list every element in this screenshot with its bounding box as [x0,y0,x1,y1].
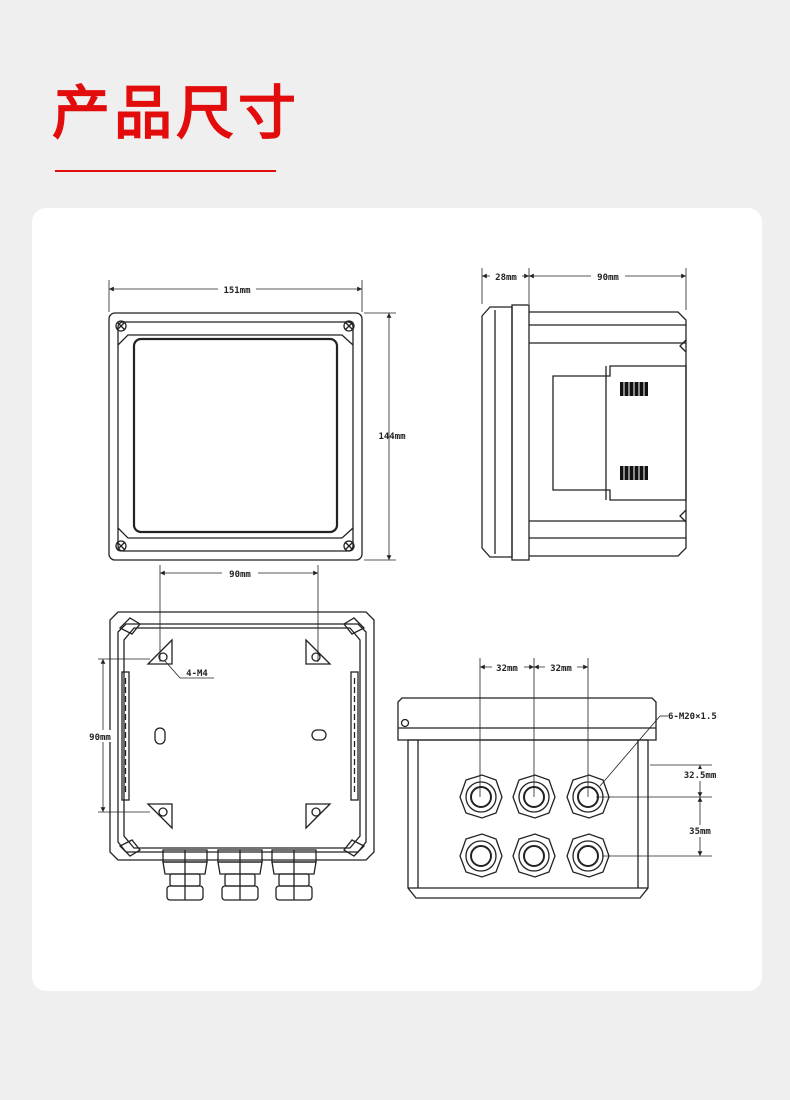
bottom-gland-spacing-dimension [479,658,712,857]
front-width-label: 151mm [223,286,251,296]
row-spacing-1-label: 32.5mm [684,771,717,781]
cable-gland-icon [217,849,263,901]
back-view [109,611,375,861]
gland-hole-icon [566,833,610,878]
side-body-depth-label: 90mm [597,273,619,283]
front-height-label: 144mm [378,432,406,442]
page-title: 产品尺寸 [52,79,301,147]
row-spacing-2-label: 35mm [689,827,711,837]
back-horizontal-spacing-label: 90mm [229,570,251,580]
front-view [108,312,363,561]
side-front-depth-label: 28mm [495,273,517,283]
corner-screw-icon [343,540,355,552]
cable-gland-icon [271,849,317,901]
back-vertical-spacing-label: 90mm [89,733,111,743]
corner-screw-icon [115,320,127,332]
cable-gland-icon [162,849,208,901]
corner-screw-icon [115,540,127,552]
front-height-dimension [364,312,396,561]
gland-hole-icon [512,833,556,878]
back-hole-spacing-dimension [98,565,319,813]
side-view [481,304,687,561]
gland-spec-label: 6-M20×1.5 [668,712,717,722]
gland-hole-icon [459,833,503,878]
gland-spacing-1-label: 32mm [496,664,518,674]
bottom-view [397,697,657,899]
mount-hole-icon [305,803,332,830]
mount-hole-label: 4-M4 [186,669,208,679]
title-underline [55,170,276,172]
gland-spacing-2-label: 32mm [550,664,572,674]
side-vent-icon [620,382,648,480]
mount-hole-icon [146,803,173,830]
gland-hole-icon [459,774,503,819]
corner-screw-icon [343,320,355,332]
